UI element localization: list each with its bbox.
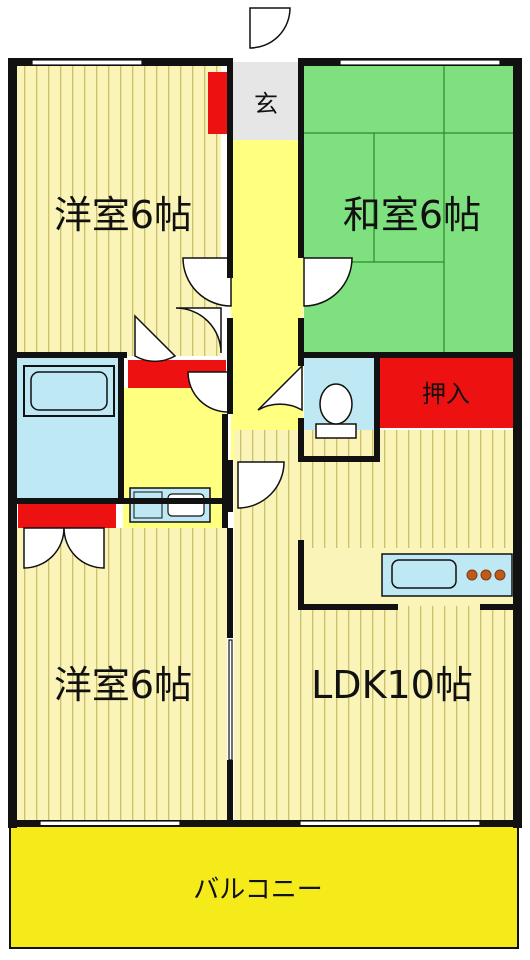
bathtub [23,365,115,417]
balcony-floor [10,825,518,947]
japanese-room-floor [304,62,515,352]
stove-icon [466,569,506,581]
closet-south-room [18,502,116,528]
ldk-floor [234,430,515,822]
hallway-floor [231,140,303,460]
room-label-western-south: 洋室6帖 [54,663,192,707]
closet-japanese-room [378,358,515,428]
entrance-floor [231,62,303,140]
room-label-western-north: 洋室6帖 [54,193,192,237]
toilet [315,383,357,439]
room-label-entrance: 玄 [254,90,278,118]
room-label-balcony: バルコニー [193,875,322,905]
room-label-japanese: 和室6帖 [343,193,481,237]
room-label-ldk: LDK10帖 [311,663,473,707]
door-swings [23,7,353,569]
balcony-railing [9,825,519,949]
western-room-north-floor [15,62,221,356]
kitchen-sink [381,553,513,597]
room-label-closet: 押入 [422,380,470,408]
washbasin [129,487,211,523]
entrance-shoebox [208,72,229,134]
western-room-south-floor [15,528,227,822]
